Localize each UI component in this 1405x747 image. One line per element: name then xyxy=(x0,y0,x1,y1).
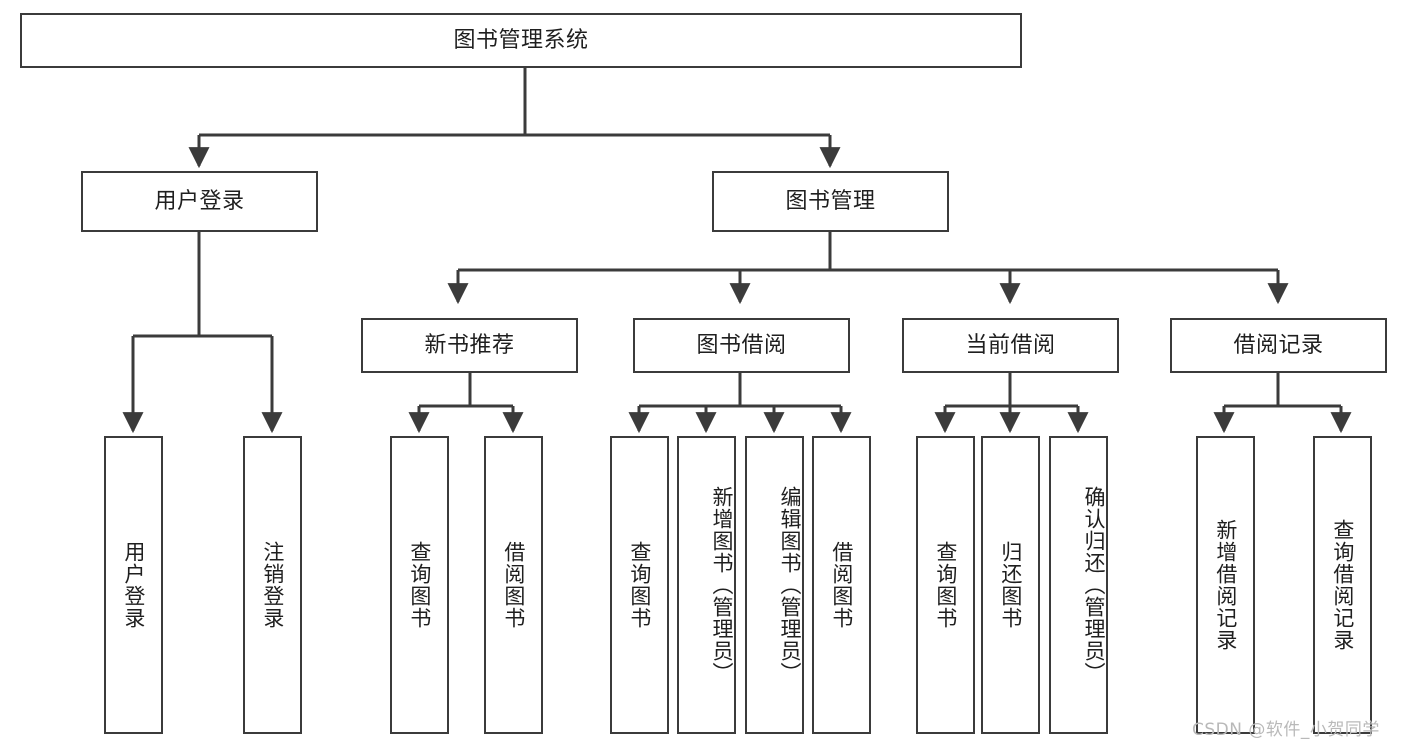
leaf-return-book[interactable]: 归还图书 xyxy=(981,436,1040,734)
node-book-borrow[interactable]: 图书借阅 xyxy=(633,318,850,373)
node-label: 借阅图书 xyxy=(829,541,854,629)
node-label: 归还图书 xyxy=(998,541,1023,629)
node-label: 新增图书（管理员） xyxy=(710,486,734,684)
node-label: 查询图书 xyxy=(407,541,432,629)
node-new-book-recommend[interactable]: 新书推荐 xyxy=(361,318,578,373)
node-label: 图书管理 xyxy=(785,188,876,214)
leaf-add-book-admin[interactable]: 新增图书（管理员） xyxy=(677,436,736,734)
leaf-query-book-current-borrow[interactable]: 查询图书 xyxy=(916,436,975,734)
node-user-login[interactable]: 用户登录 xyxy=(81,171,318,232)
node-borrow-record[interactable]: 借阅记录 xyxy=(1170,318,1387,373)
leaf-logout-login[interactable]: 注销登录 xyxy=(243,436,302,734)
node-label: 新增借阅记录 xyxy=(1213,519,1238,651)
leaf-query-book-new-recommend[interactable]: 查询图书 xyxy=(390,436,449,734)
node-label: 注销登录 xyxy=(260,541,285,629)
leaf-query-book-borrow[interactable]: 查询图书 xyxy=(610,436,669,734)
leaf-query-borrow-record[interactable]: 查询借阅记录 xyxy=(1313,436,1372,734)
node-label: 查询借阅记录 xyxy=(1330,519,1355,651)
node-current-borrow[interactable]: 当前借阅 xyxy=(902,318,1119,373)
leaf-edit-book-admin[interactable]: 编辑图书（管理员） xyxy=(745,436,804,734)
node-label: 借阅图书 xyxy=(501,541,526,629)
leaf-confirm-return-admin[interactable]: 确认归还（管理员） xyxy=(1049,436,1108,734)
node-book-manage[interactable]: 图书管理 xyxy=(712,171,949,232)
node-label: 确认归还（管理员） xyxy=(1082,486,1106,684)
node-label: 当前借阅 xyxy=(965,332,1056,358)
leaf-borrow-book-new-recommend[interactable]: 借阅图书 xyxy=(484,436,543,734)
node-label: 图书借阅 xyxy=(696,332,787,358)
node-label: 新书推荐 xyxy=(424,332,515,358)
node-label: 借阅记录 xyxy=(1233,332,1324,358)
node-label: 查询图书 xyxy=(933,541,958,629)
node-book-management-system[interactable]: 图书管理系统 xyxy=(20,13,1022,68)
node-label: 图书管理系统 xyxy=(453,27,589,53)
node-label: 编辑图书（管理员） xyxy=(778,486,802,684)
node-label: 用户登录 xyxy=(121,541,146,629)
leaf-borrow-book-borrow[interactable]: 借阅图书 xyxy=(812,436,871,734)
node-label: 用户登录 xyxy=(154,188,245,214)
node-label: 查询图书 xyxy=(627,541,652,629)
leaf-user-login[interactable]: 用户登录 xyxy=(104,436,163,734)
leaf-add-borrow-record[interactable]: 新增借阅记录 xyxy=(1196,436,1255,734)
